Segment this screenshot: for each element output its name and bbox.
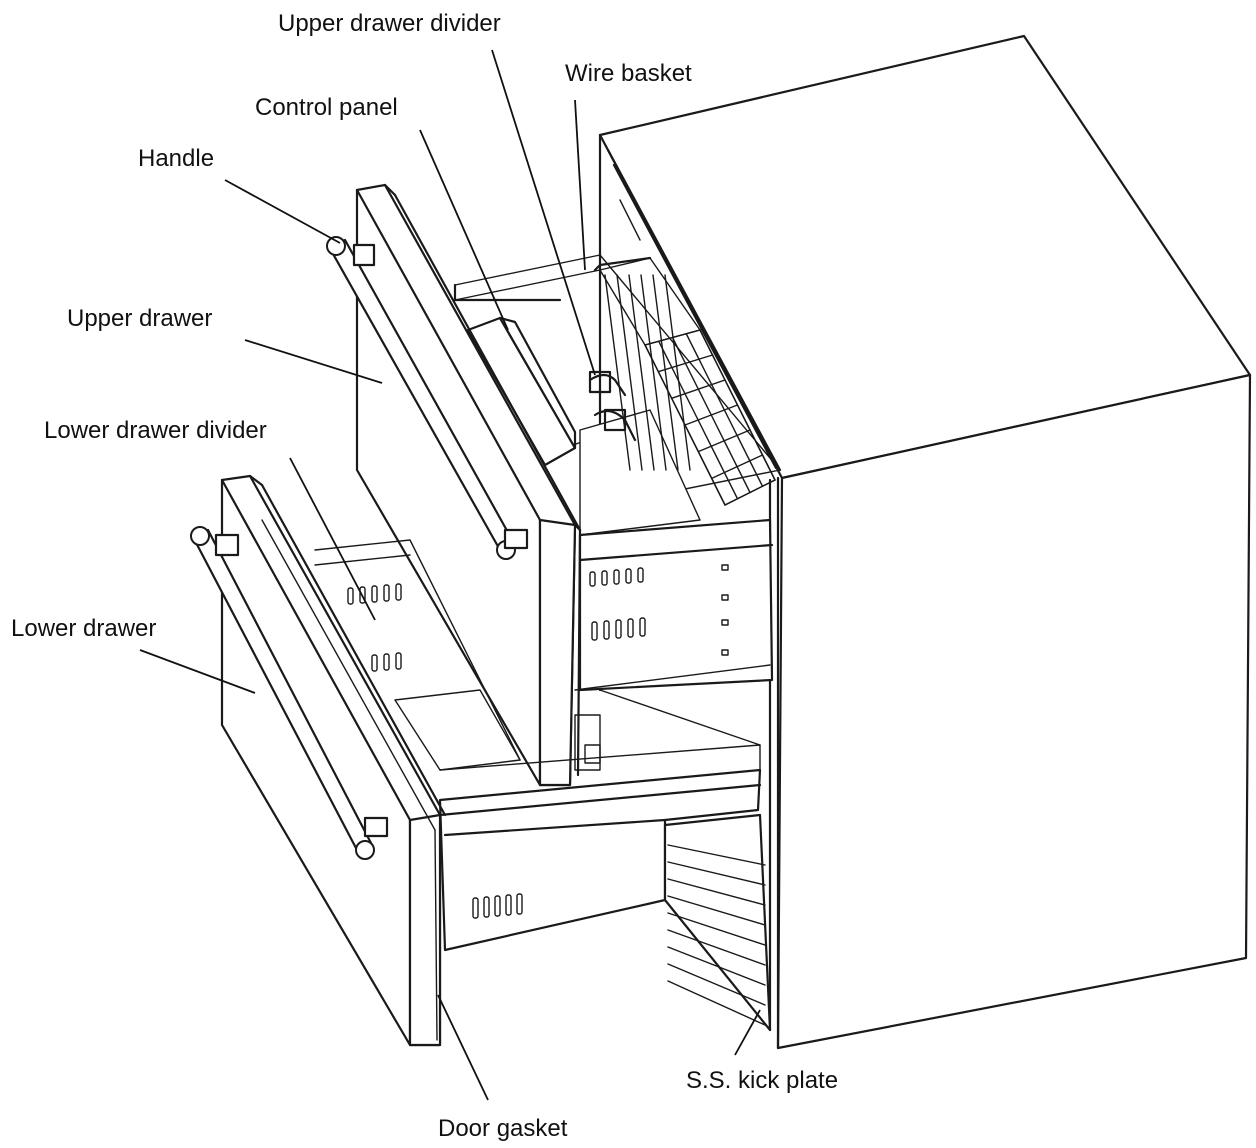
cavity-interior	[454, 199, 781, 536]
basket-wire	[616, 274, 643, 471]
vent-slot	[472, 897, 479, 919]
leader-upper-drawer-divider	[491, 49, 596, 376]
basket-wire	[658, 340, 739, 500]
label-handle: Handle	[138, 145, 215, 172]
leader-upper-drawer	[244, 339, 383, 384]
basket-wire	[652, 274, 679, 471]
vent-slot	[603, 620, 610, 640]
leader-lower-drawer	[139, 649, 256, 694]
vent-slot	[371, 654, 378, 672]
basket-wire	[604, 274, 631, 471]
kick-plate	[663, 813, 772, 1032]
vent-slot	[371, 585, 378, 603]
label-door-gasket: Door gasket	[438, 1115, 568, 1142]
wire-basket	[588, 256, 776, 506]
vent-slot	[395, 652, 402, 670]
kick-plate-vent	[667, 861, 766, 886]
cabinet	[598, 34, 1252, 1050]
leader-ss-kick-plate	[734, 1009, 761, 1056]
basket-wire	[644, 344, 726, 506]
lower-drawer-front	[220, 474, 447, 1047]
vent-slot	[383, 653, 390, 671]
kick-plate-vent	[667, 963, 766, 1006]
vent-slot	[591, 621, 598, 641]
vent-slot	[615, 619, 622, 639]
vent-slot	[625, 568, 632, 584]
basket-wire	[699, 329, 776, 481]
vent-slot	[395, 583, 402, 601]
basket-wire	[640, 274, 667, 471]
label-lower-drawer-divider: Lower drawer divider	[44, 417, 267, 444]
leader-control-panel	[419, 129, 509, 331]
kick-plate-vent	[667, 912, 766, 946]
vent-slot	[639, 617, 646, 637]
lower-drawer-bin	[314, 539, 771, 952]
leader-handle	[224, 179, 341, 244]
label-upper-drawer-divider: Upper drawer divider	[278, 10, 501, 37]
label-wire-basket: Wire basket	[565, 60, 692, 87]
basket-wire	[628, 274, 655, 471]
vent-slot	[516, 893, 523, 915]
vent-slot	[383, 584, 390, 602]
basket-wire	[685, 333, 764, 487]
vent-slot	[483, 896, 490, 918]
vent-slot	[601, 570, 608, 586]
vent-slot	[505, 894, 512, 916]
leader-lower-drawer-divider	[289, 457, 376, 621]
kick-plate-vent	[667, 895, 766, 926]
vent-slot	[589, 571, 596, 587]
kick-plate-vent	[667, 844, 766, 866]
lower-handle	[190, 526, 389, 860]
label-ss-kick-plate: S.S. kick plate	[686, 1067, 839, 1094]
leader-door-gasket	[437, 994, 489, 1101]
vent-slot	[347, 587, 354, 605]
vent-slot	[359, 586, 366, 604]
basket-wire	[664, 274, 691, 471]
leader-wire-basket	[574, 99, 586, 271]
control-panel	[466, 316, 577, 467]
label-lower-drawer: Lower drawer	[11, 615, 157, 642]
vent-slot	[637, 567, 644, 583]
label-control-panel: Control panel	[255, 94, 398, 121]
vent-slot	[627, 618, 634, 638]
vent-slot	[613, 569, 620, 585]
kick-plate-vent	[667, 946, 766, 986]
kick-plate-vent	[667, 878, 766, 906]
kick-plate-vent	[667, 929, 766, 966]
vent-slot	[494, 895, 501, 917]
basket-wire	[671, 336, 751, 494]
kick-plate-vent	[667, 980, 766, 1026]
label-upper-drawer: Upper drawer	[67, 305, 213, 332]
